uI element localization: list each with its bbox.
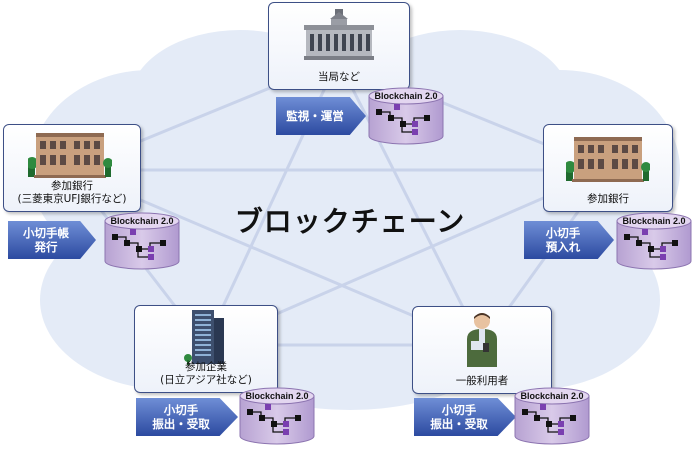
blockchain-cylinder-bank-right: Blockchain 2.0 xyxy=(616,212,692,270)
person-with-phone-icon xyxy=(467,313,497,367)
node-card-bank-right: 参加銀行 xyxy=(543,124,673,212)
action-arrow-user: 小切手 振出・受取 xyxy=(414,398,516,436)
node-label-bank-left: 参加銀行 (三菱東京UFJ銀行など) xyxy=(17,180,127,205)
action-label-user: 小切手 振出・受取 xyxy=(430,403,488,431)
node-card-bank-left: 参加銀行 (三菱東京UFJ銀行など) xyxy=(3,124,141,212)
blockchain-cylinder-authority: Blockchain 2.0 xyxy=(368,87,444,145)
blockchain-cylinder-company: Blockchain 2.0 xyxy=(239,387,315,445)
node-card-user: 一般利用者 xyxy=(412,306,552,394)
action-arrow-company: 小切手 振出・受取 xyxy=(136,398,238,436)
office-tower-icon xyxy=(184,310,224,365)
node-label-bank-right: 参加銀行 xyxy=(587,193,629,205)
action-label-bank-right: 小切手 預入れ xyxy=(545,226,581,254)
action-label-authority: 監視・運営 xyxy=(286,109,344,123)
chain-label-company: Blockchain 2.0 xyxy=(245,391,308,401)
action-arrow-bank-left: 小切手帳 発行 xyxy=(8,221,96,259)
action-label-company: 小切手 振出・受取 xyxy=(152,403,210,431)
bank-building-icon xyxy=(566,137,650,182)
chain-label-authority: Blockchain 2.0 xyxy=(374,91,437,101)
blockchain-cylinder-user: Blockchain 2.0 xyxy=(514,387,590,445)
action-arrow-bank-right: 小切手 預入れ xyxy=(524,221,614,259)
node-label-user: 一般利用者 xyxy=(455,375,509,387)
node-card-authority: 当局など xyxy=(268,2,410,90)
chain-label-bank-left: Blockchain 2.0 xyxy=(110,216,173,226)
chain-label-user: Blockchain 2.0 xyxy=(520,391,583,401)
node-label-company: 参加企業 (日立アジア社など) xyxy=(160,361,252,386)
center-title: ブロックチェーン xyxy=(234,205,466,238)
node-card-company: 参加企業 (日立アジア社など) xyxy=(134,305,278,393)
node-label-authority: 当局など xyxy=(318,71,360,83)
action-arrow-authority: 監視・運営 xyxy=(276,97,366,135)
chain-label-bank-right: Blockchain 2.0 xyxy=(622,216,685,226)
bank-building-icon xyxy=(28,133,112,178)
blockchain-cylinder-bank-left: Blockchain 2.0 xyxy=(104,212,180,270)
action-label-bank-left: 小切手帳 発行 xyxy=(23,226,69,254)
government-building-icon xyxy=(304,9,374,60)
